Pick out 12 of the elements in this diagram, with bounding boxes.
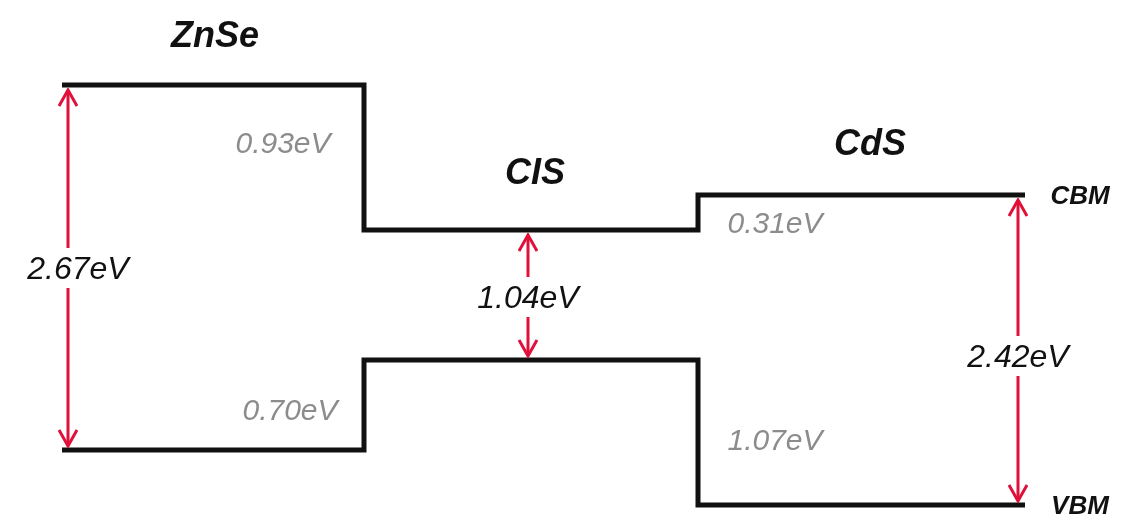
- offset-value: 0.31eV: [727, 208, 823, 238]
- material-label: ZnSe: [171, 17, 259, 53]
- offset-value: 0.93eV: [235, 128, 331, 158]
- material-label: CIS: [505, 154, 565, 190]
- band-gap-value: 1.04eV: [475, 277, 581, 317]
- material-label: CdS: [834, 125, 906, 161]
- offset-value: 0.70eV: [242, 395, 338, 425]
- band-gap-value: 2.42eV: [965, 336, 1071, 376]
- band-label: VBM: [1051, 492, 1109, 518]
- band-gap-value: 2.67eV: [25, 248, 131, 288]
- band-label: CBM: [1050, 182, 1110, 208]
- offset-value: 1.07eV: [727, 425, 823, 455]
